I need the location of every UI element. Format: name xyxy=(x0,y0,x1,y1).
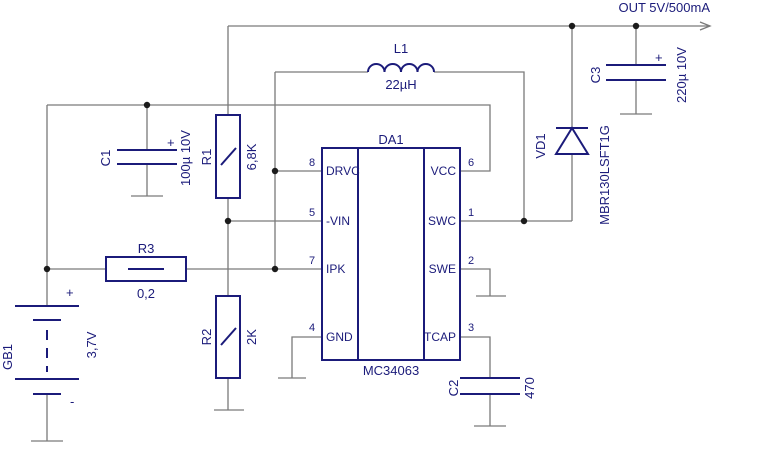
c3-polarity: + xyxy=(655,50,663,65)
pin-name-tcap: TCAP xyxy=(424,330,456,344)
junction-dot xyxy=(143,101,151,109)
c3-value: 220µ 10V xyxy=(674,47,689,103)
wire-pin2 xyxy=(460,268,491,296)
pin-num-1: 1 xyxy=(468,207,474,219)
diode-vd1[interactable]: VD1 MBR130LSFT1G xyxy=(533,125,612,225)
r3-ref: R3 xyxy=(138,241,155,256)
ic-part: MC34063 xyxy=(363,363,419,378)
l1-ref: L1 xyxy=(394,41,408,56)
battery-plus: + xyxy=(66,285,74,300)
c3-ref: C3 xyxy=(588,67,603,84)
pin-num-3: 3 xyxy=(468,322,474,334)
ic-body xyxy=(321,147,461,361)
output-label: OUT 5V/500mA xyxy=(618,0,710,15)
pin-num-6: 6 xyxy=(468,157,474,169)
vd1-ref: VD1 xyxy=(533,133,548,158)
junction-dot xyxy=(271,265,279,273)
pin-name-swc: SWC xyxy=(428,214,456,228)
wire-vin-bus xyxy=(47,104,491,172)
c2-ref: C2 xyxy=(446,380,461,397)
c1-value: 100µ 10V xyxy=(178,130,193,186)
vd1-value: MBR130LSFT1G xyxy=(597,125,612,225)
pin-num-5: 5 xyxy=(309,207,315,219)
output-arrow xyxy=(699,21,712,31)
junction-dot xyxy=(271,167,279,175)
gb1-ref: GB1 xyxy=(0,344,15,370)
c1-polarity: + xyxy=(167,135,175,150)
inductor-l1[interactable]: L1 22µH xyxy=(367,41,435,92)
r2-value: 2K xyxy=(244,329,259,345)
pin-name-ipk: IPK xyxy=(326,262,345,276)
gb1-value: 3,7V xyxy=(84,331,99,358)
junction-dot xyxy=(224,217,232,225)
r1-ref: R1 xyxy=(199,149,214,166)
pin-num-8: 8 xyxy=(309,157,315,169)
c1-ref: C1 xyxy=(98,150,113,167)
ic-da1[interactable]: DA1 MC34063 DRVC 8 -VIN 5 IPK 7 GND 4 VC… xyxy=(309,132,474,378)
capacitor-c3[interactable]: + C3 220µ 10V xyxy=(588,47,689,103)
capacitor-c2[interactable]: C2 470 xyxy=(446,377,537,399)
resistor-r2[interactable]: R2 2K xyxy=(199,295,259,379)
resistor-r1[interactable]: R1 6,8K xyxy=(199,114,259,199)
ic-ref: DA1 xyxy=(378,132,403,147)
battery-minus: - xyxy=(70,394,74,409)
l1-value: 22µH xyxy=(385,77,416,92)
inductor-coil xyxy=(367,63,435,73)
pin-num-7: 7 xyxy=(309,255,315,267)
pin-num-2: 2 xyxy=(468,255,474,267)
junction-dot xyxy=(632,22,640,30)
junction-dot xyxy=(43,265,51,273)
pin-name-vcc: VCC xyxy=(431,164,457,178)
battery-gb1[interactable]: + - GB1 3,7V xyxy=(0,285,99,409)
c2-value: 470 xyxy=(522,377,537,399)
r1-value: 6,8K xyxy=(244,143,259,170)
pin-name-drvc: DRVC xyxy=(326,164,360,178)
pin-num-4: 4 xyxy=(309,322,315,334)
wire-l1-right xyxy=(434,71,525,221)
pin-name-swe: SWE xyxy=(429,262,456,276)
junctions xyxy=(43,22,640,273)
r2-ref: R2 xyxy=(199,329,214,346)
wires xyxy=(31,21,712,442)
pin-name-vin: -VIN xyxy=(326,214,350,228)
capacitor-c1[interactable]: + C1 100µ 10V xyxy=(98,130,193,186)
wire-pin3 xyxy=(460,336,491,378)
resistor-r3[interactable]: R3 0,2 xyxy=(105,241,187,301)
diode-triangle xyxy=(554,126,590,155)
r3-value: 0,2 xyxy=(137,286,155,301)
pin-name-gnd: GND xyxy=(326,330,353,344)
junction-dot xyxy=(568,22,576,30)
wire-pin4 xyxy=(291,336,322,378)
junction-dot xyxy=(520,217,528,225)
